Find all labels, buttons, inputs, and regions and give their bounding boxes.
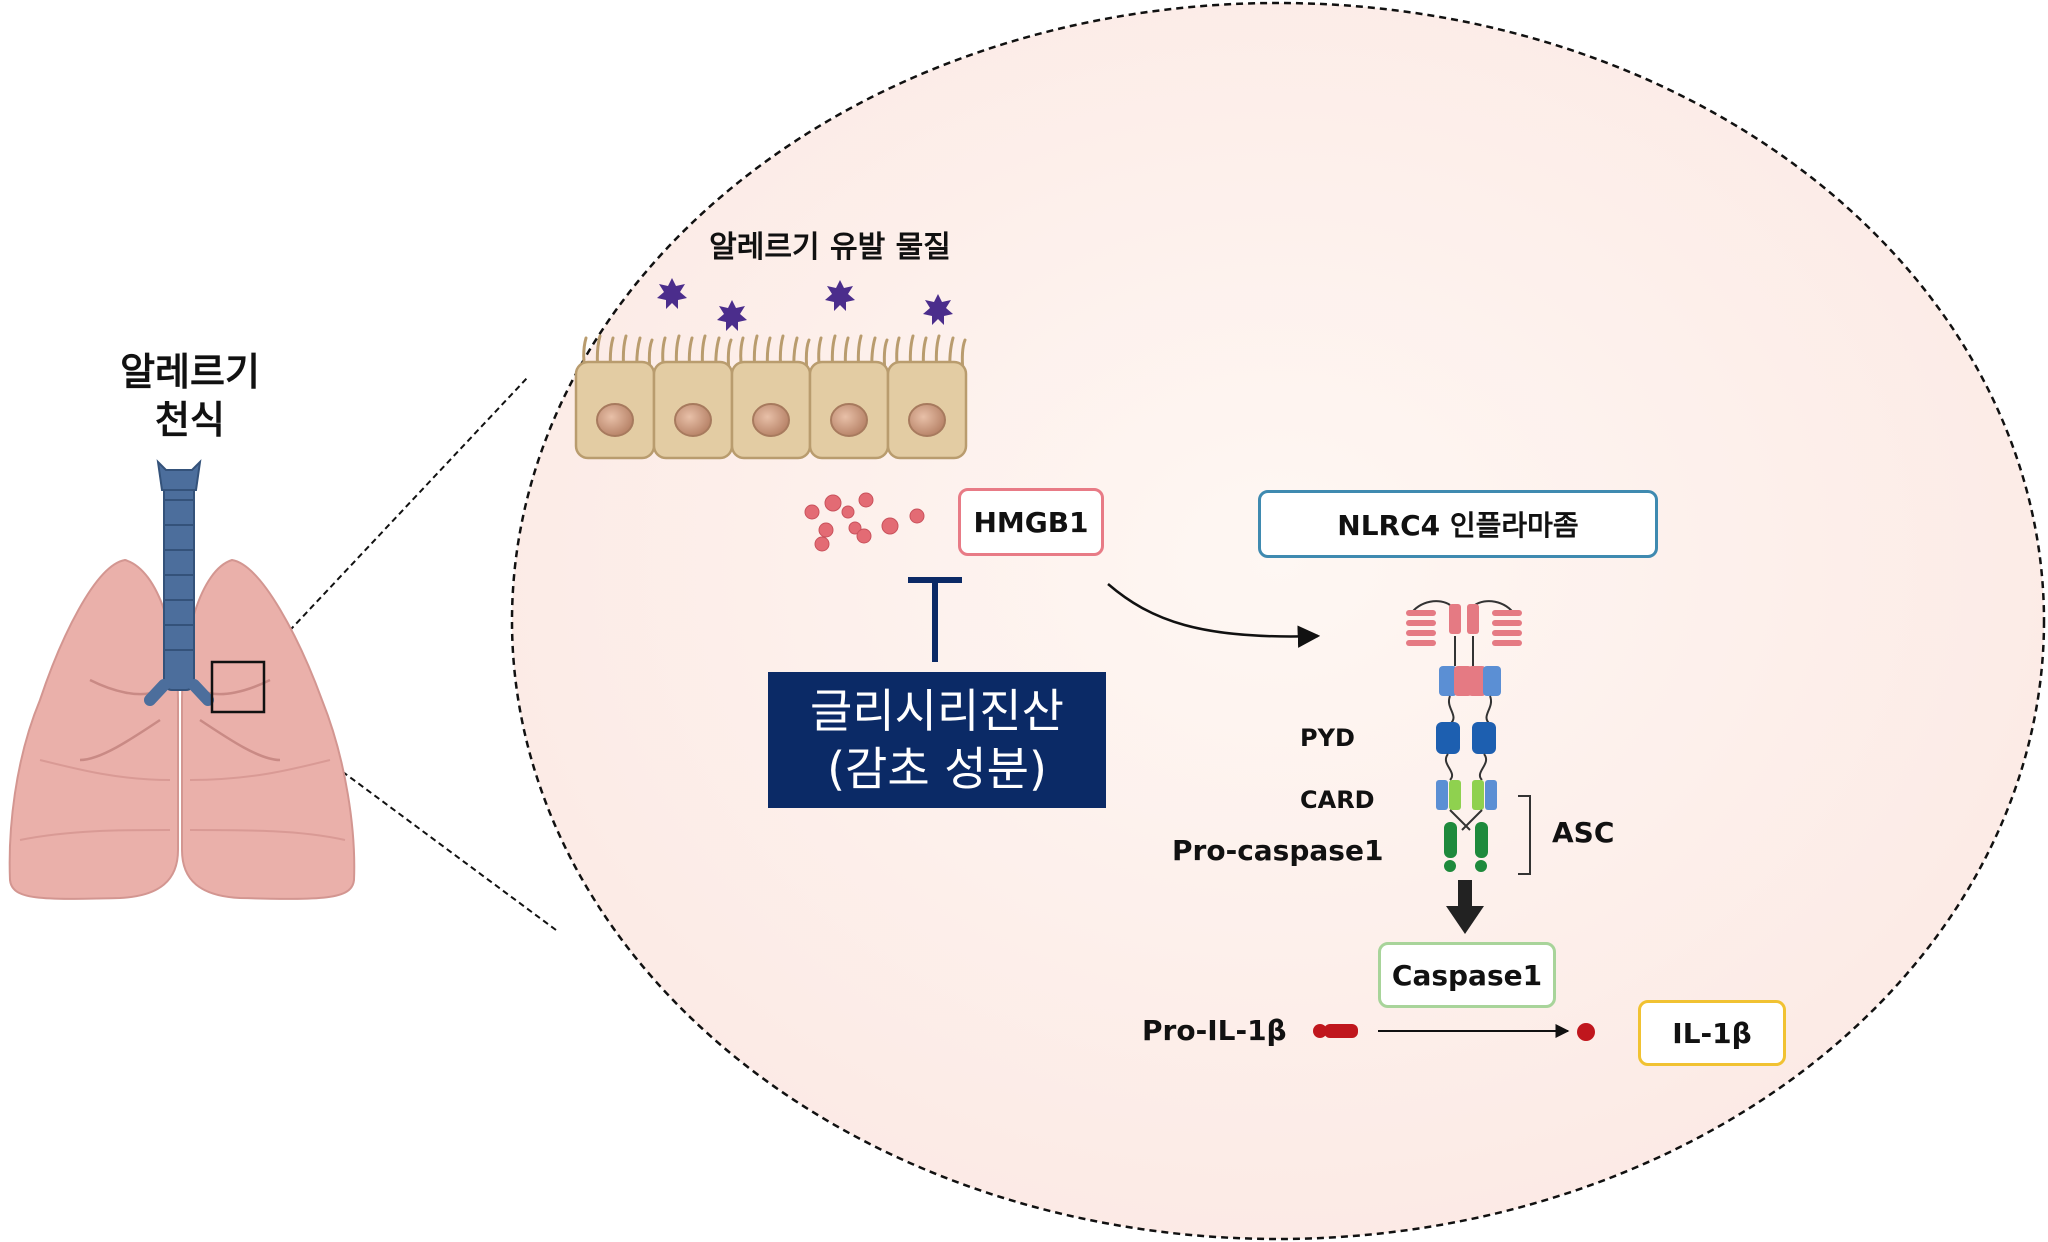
drug-name: 글리시리진산 — [810, 684, 1064, 738]
il1b-dot-icon — [1577, 1023, 1595, 1041]
caspase1-box: Caspase1 — [1378, 942, 1556, 1008]
down-arrow-icon — [1446, 880, 1484, 934]
hmgb1-box: HMGB1 — [958, 488, 1104, 556]
condition-title-line-2: 천식 — [155, 398, 225, 442]
card-label: CARD — [1300, 786, 1375, 814]
condition-title: 알레르기 천식 — [90, 348, 290, 444]
zoom-source-box — [210, 660, 266, 714]
pyd-label: PYD — [1300, 724, 1355, 752]
zoom-circle — [510, 1, 2046, 1241]
pro-il1b-label: Pro-IL-1β — [1142, 1014, 1287, 1047]
epithelial-cell-icon — [574, 334, 968, 460]
zoom-line-top — [261, 376, 529, 661]
nlrc4-inflammasome-box: NLRC4 인플라마좀 — [1258, 490, 1658, 558]
lungs-icon — [8, 459, 356, 900]
glycyrrhizic-acid-box: 글리시리진산 (감초 성분) — [768, 672, 1106, 808]
arrow-icon — [1107, 583, 1321, 648]
condition-title-line-1: 알레르기 — [120, 350, 260, 394]
hmgb1-particle-icon — [804, 492, 925, 552]
pro-caspase1-label: Pro-caspase1 — [1172, 834, 1384, 867]
inflammasome-icon — [1406, 600, 1522, 872]
pro-il1b-icon — [1313, 1024, 1358, 1038]
inhibition-icon — [908, 577, 962, 662]
allergen-label: 알레르기 유발 물질 — [709, 230, 951, 265]
asc-label: ASC — [1552, 816, 1615, 849]
asc-bracket — [1518, 795, 1531, 875]
allergen-star-icon — [657, 278, 953, 331]
drug-source: (감초 성분) — [827, 742, 1047, 796]
il1b-box: IL-1β — [1638, 1000, 1786, 1066]
